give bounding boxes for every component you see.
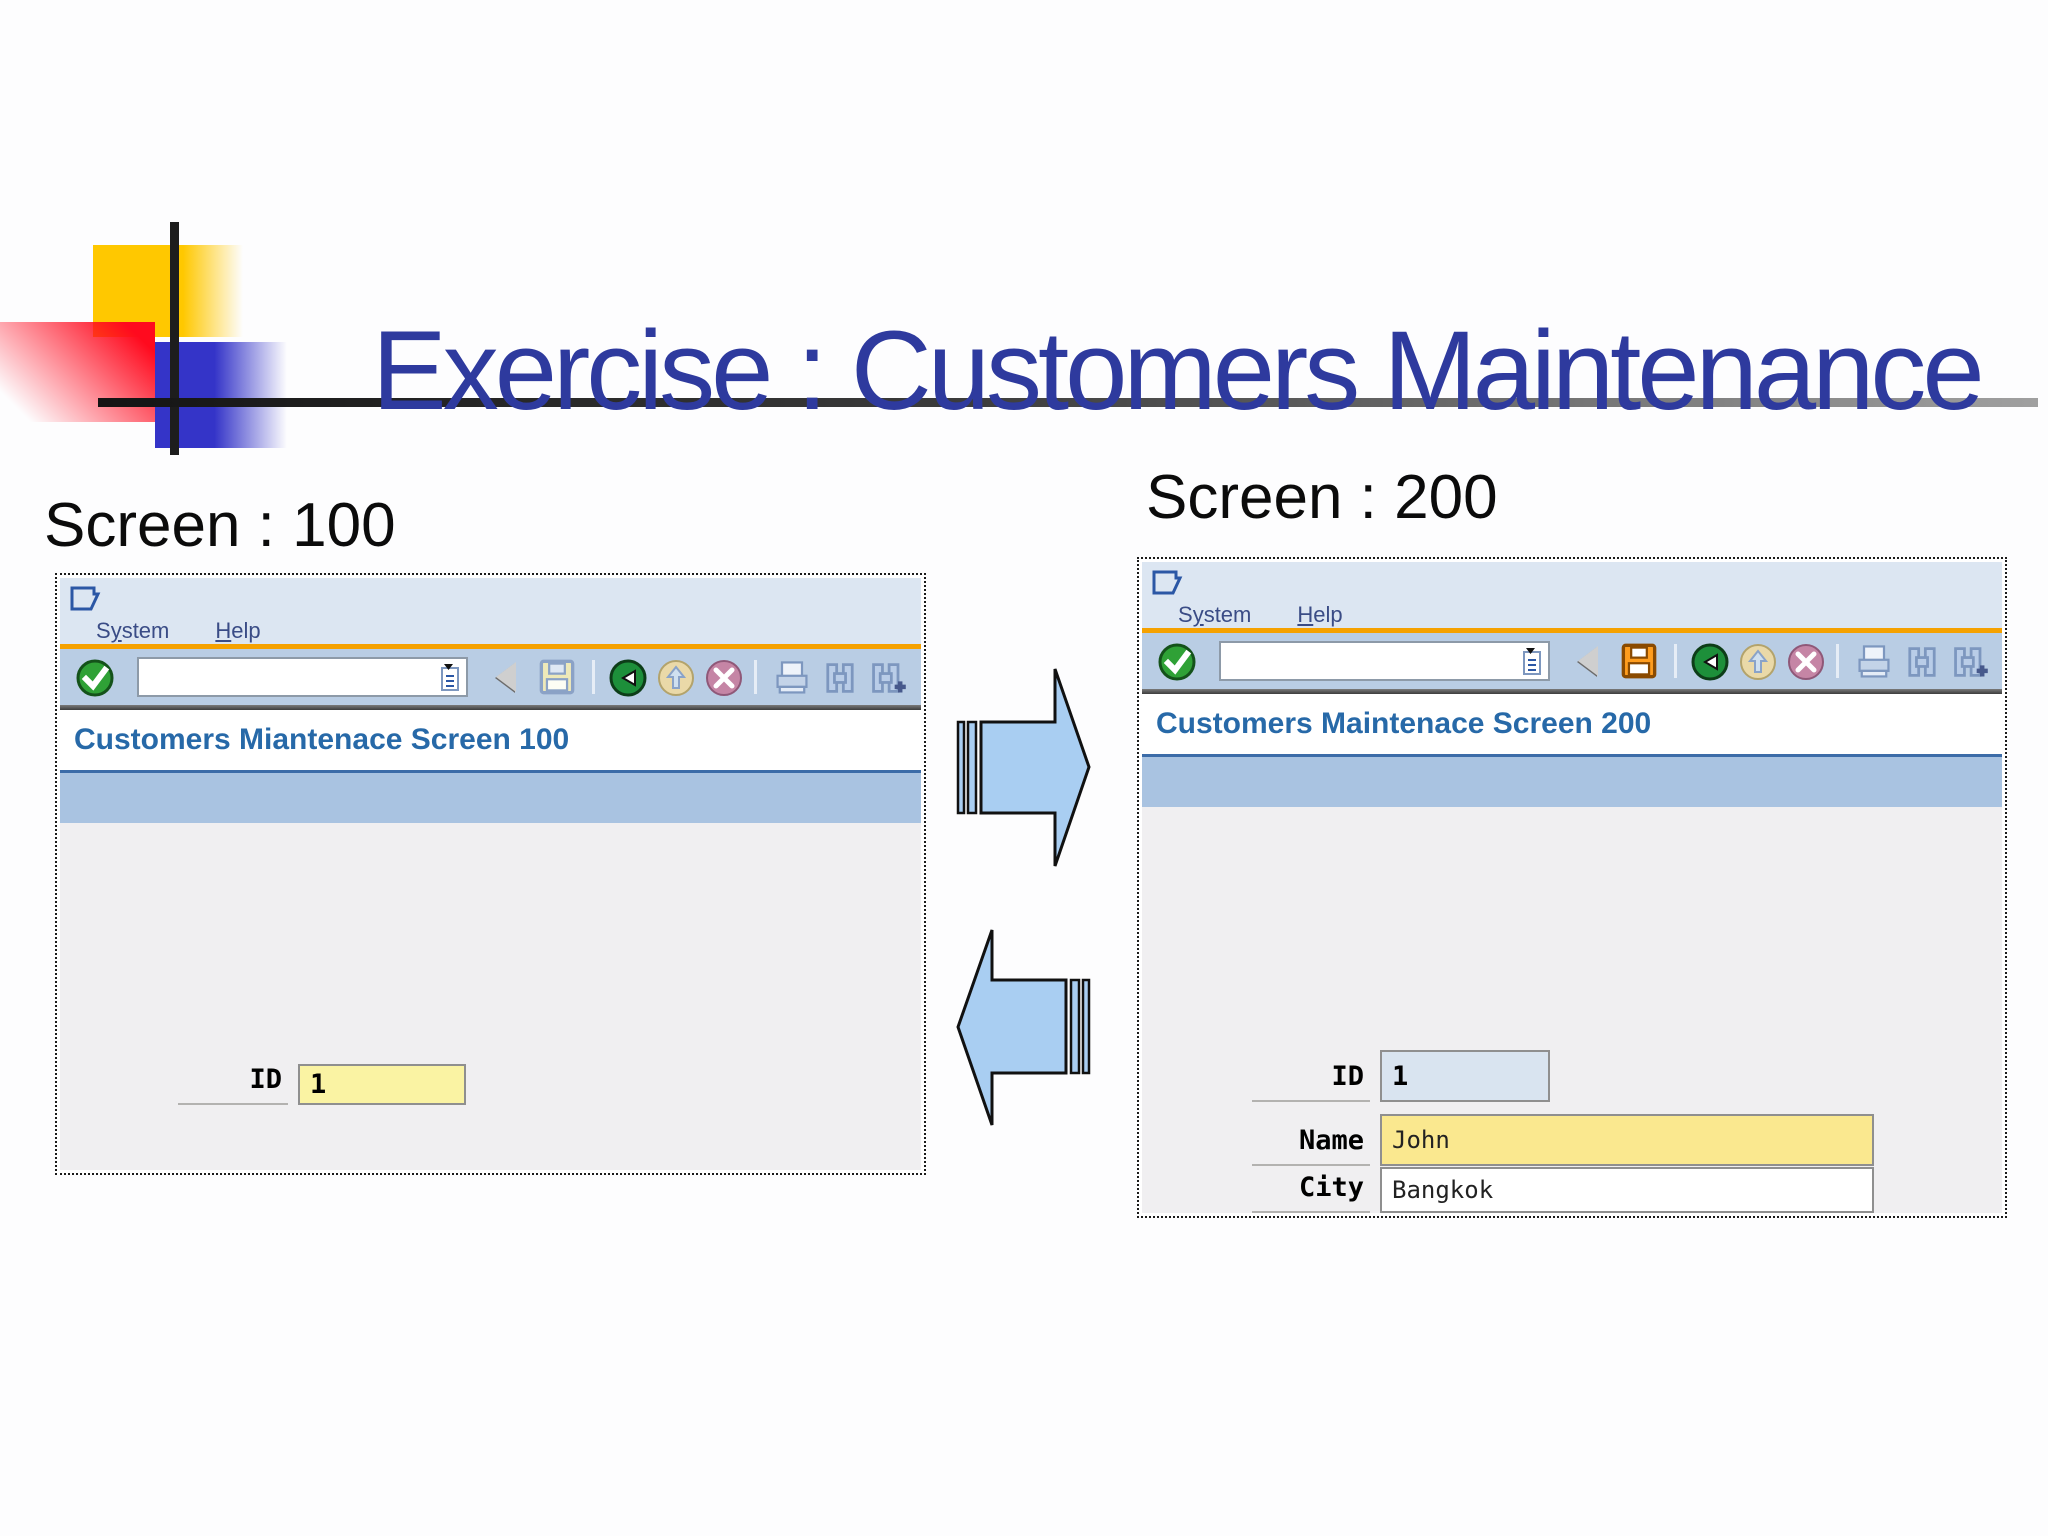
city-input[interactable]: Bangkok <box>1380 1167 1874 1213</box>
yellow-square <box>93 245 243 337</box>
orange-accent-bar <box>1142 628 2002 633</box>
back-icon[interactable] <box>1690 642 1730 687</box>
sap-window-screen-100: System Help <box>55 573 926 1175</box>
city-label: City <box>1252 1172 1370 1213</box>
title-underline <box>1142 754 2002 757</box>
exit-icon[interactable] <box>656 658 696 703</box>
find-next-icon[interactable] <box>868 658 908 703</box>
command-input[interactable] <box>139 659 435 695</box>
toolbar-separator <box>592 660 595 694</box>
slide-title: Exercise : Customers Maintenance <box>372 308 1985 433</box>
back-triangle-icon[interactable] <box>496 662 516 692</box>
menu-system[interactable]: System <box>1178 602 1252 627</box>
name-input[interactable]: John <box>1380 1114 1874 1166</box>
screen-200-label: Screen : 200 <box>1146 463 1498 532</box>
standard-toolbar <box>60 649 921 705</box>
find-next-icon[interactable] <box>1950 642 1990 687</box>
enter-check-icon[interactable] <box>1157 642 1197 687</box>
menu-help[interactable]: Help <box>1297 602 1343 627</box>
find-icon[interactable] <box>1902 642 1942 687</box>
id-field-row: ID 1 <box>178 1064 466 1105</box>
orange-accent-bar <box>60 644 921 649</box>
cancel-icon[interactable] <box>704 658 744 703</box>
command-field[interactable] <box>137 657 468 697</box>
enter-check-icon[interactable] <box>75 658 115 703</box>
screen-title-band: Customers Maintenace Screen 200 <box>1142 694 2002 754</box>
screen-100-label: Screen : 100 <box>44 491 396 560</box>
sap-window-screen-200: System Help <box>1137 557 2007 1218</box>
menu-bar: System Help <box>1142 602 2002 628</box>
screen-content: ID 1 Name John City Bangkok <box>1142 807 2002 1213</box>
toolbar-shadow-line <box>60 705 921 710</box>
window-menu-icon[interactable] <box>68 584 102 619</box>
standard-toolbar <box>1142 633 2002 689</box>
command-history-icon[interactable] <box>435 661 465 693</box>
sap-screen-title: Customers Miantenace Screen 100 <box>74 723 570 756</box>
back-triangle-icon[interactable] <box>1578 646 1598 676</box>
save-icon[interactable] <box>538 658 576 701</box>
city-field-row: City Bangkok <box>1252 1167 1874 1213</box>
window-titlebar <box>60 578 921 618</box>
menu-help[interactable]: Help <box>215 618 261 643</box>
cross-vertical-line <box>170 222 179 455</box>
title-underline <box>60 770 921 773</box>
toolbar-separator <box>1674 644 1677 678</box>
id-input[interactable]: 1 <box>298 1064 466 1105</box>
screen-title-band: Customers Miantenace Screen 100 <box>60 710 921 770</box>
command-history-icon[interactable] <box>1517 645 1547 677</box>
menu-system[interactable]: System <box>96 618 170 643</box>
exit-icon[interactable] <box>1738 642 1778 687</box>
blue-band <box>1142 757 2002 807</box>
id-label: ID <box>1252 1061 1370 1102</box>
menu-bar: System Help <box>60 618 921 644</box>
command-field[interactable] <box>1219 641 1550 681</box>
toolbar-shadow-line <box>1142 689 2002 694</box>
screen-content: ID 1 <box>60 823 921 1170</box>
striped-right-arrow <box>955 665 1092 875</box>
toolbar-separator <box>754 660 757 694</box>
find-icon[interactable] <box>820 658 860 703</box>
cancel-icon[interactable] <box>1786 642 1826 687</box>
striped-left-arrow <box>955 928 1092 1133</box>
name-label: Name <box>1252 1125 1370 1166</box>
save-icon[interactable] <box>1620 642 1658 685</box>
window-menu-icon[interactable] <box>1150 568 1184 603</box>
name-field-row: Name John <box>1252 1114 1874 1166</box>
print-icon[interactable] <box>1854 642 1894 687</box>
sap-screen-title: Customers Maintenace Screen 200 <box>1156 707 1652 740</box>
back-icon[interactable] <box>608 658 648 703</box>
toolbar-separator <box>1836 644 1839 678</box>
print-icon[interactable] <box>772 658 812 703</box>
blue-band <box>60 773 921 823</box>
id-label: ID <box>178 1064 288 1105</box>
command-input[interactable] <box>1221 643 1517 679</box>
id-input[interactable]: 1 <box>1380 1050 1550 1102</box>
id-field-row: ID 1 <box>1252 1050 1550 1102</box>
window-titlebar <box>1142 562 2002 602</box>
title-divider-rule <box>98 398 2038 407</box>
red-square <box>0 322 155 422</box>
